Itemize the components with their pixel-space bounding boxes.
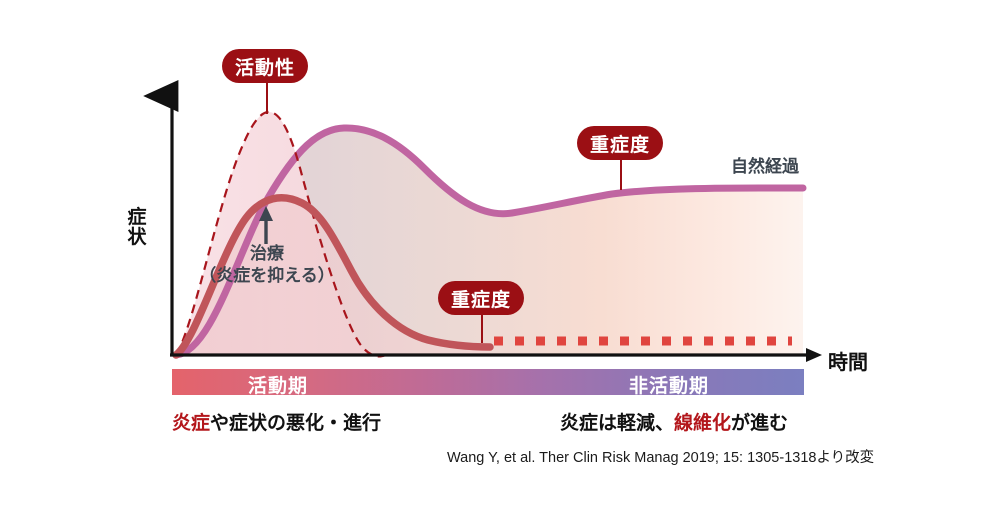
x-axis-arrowhead xyxy=(806,348,822,362)
treatment-annotation-line1: 治療 xyxy=(250,244,284,263)
treated-severity-curve xyxy=(172,194,494,359)
badge-activity-connector xyxy=(266,83,268,114)
phase-label-active: 活動期 xyxy=(248,376,309,397)
x-axis-label: 時間 xyxy=(828,352,868,374)
phase-label-inactive: 非活動期 xyxy=(629,376,710,397)
badge-severity-treated-connector xyxy=(481,315,483,343)
caption-left: 炎症や症状の悪化・進行 xyxy=(172,408,381,435)
badge-severity-natural-connector xyxy=(620,160,622,190)
treated-area xyxy=(176,197,490,355)
y-axis-label-text: 症状 xyxy=(127,207,147,248)
phase-gradient-bar xyxy=(172,369,804,395)
activity-curve xyxy=(175,110,387,358)
caption-left-highlight: 炎症 xyxy=(172,413,211,434)
badge-severity-natural[interactable]: 重症度 xyxy=(577,126,663,160)
caption-right-highlight: 線維化 xyxy=(674,413,732,434)
y-axis-label: 症状 xyxy=(125,208,149,248)
badge-severity-treated[interactable]: 重症度 xyxy=(438,281,524,315)
caption-right-post: が進む xyxy=(731,413,789,434)
natural-course-label: 自然経過 xyxy=(731,157,799,176)
caption-right-pre: 炎症は軽減、 xyxy=(560,413,675,434)
citation: Wang Y, et al. Ther Clin Risk Manag 2019… xyxy=(447,450,875,466)
treatment-annotation-line2: （炎症を抑える） xyxy=(199,265,335,285)
caption-left-rest: や症状の悪化・進行 xyxy=(210,413,382,434)
treatment-annotation: 治療 （炎症を抑える） xyxy=(186,243,348,287)
badge-activity[interactable]: 活動性 xyxy=(222,49,308,83)
natural-course-curve xyxy=(172,124,807,359)
treatment-arrowhead xyxy=(259,206,273,221)
caption-right: 炎症は軽減、線維化が進む xyxy=(560,408,788,435)
